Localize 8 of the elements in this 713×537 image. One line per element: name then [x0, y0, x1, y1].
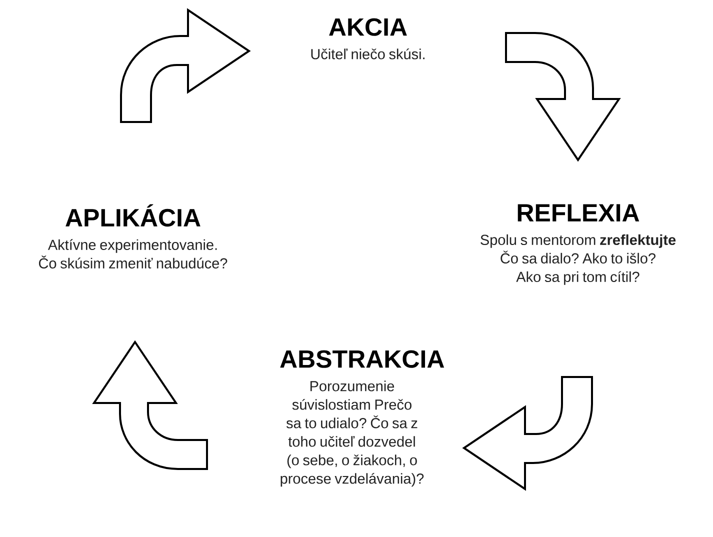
- curved-block-arrow: [463, 376, 593, 490]
- stage-text: REFLEXIA Spolu s mentorom zreflektujte Čo sa dialo? Ako to išlo? Ako sa pri tom cítil?: [480, 204, 676, 285]
- curved-block-arrow: [93, 341, 208, 470]
- curved-block-arrow: [505, 32, 620, 161]
- curved-block-arrow: [120, 9, 250, 123]
- stage-text: ABSTRAKCIA Porozumenie súvislostiam Prečo sa to udialo? Čo sa z toho učiteľ dozvedel (o sebe, o žiakoch, o procese vzdelávania)?: [280, 350, 444, 487]
- stage-text: AKCIA Učiteľ niečo skúsi.: [311, 18, 424, 60]
- stage-text: APLIKÁCIA Aktívne experimentovanie. Čo skúsim zmeniť nabudúce?: [38, 204, 228, 268]
